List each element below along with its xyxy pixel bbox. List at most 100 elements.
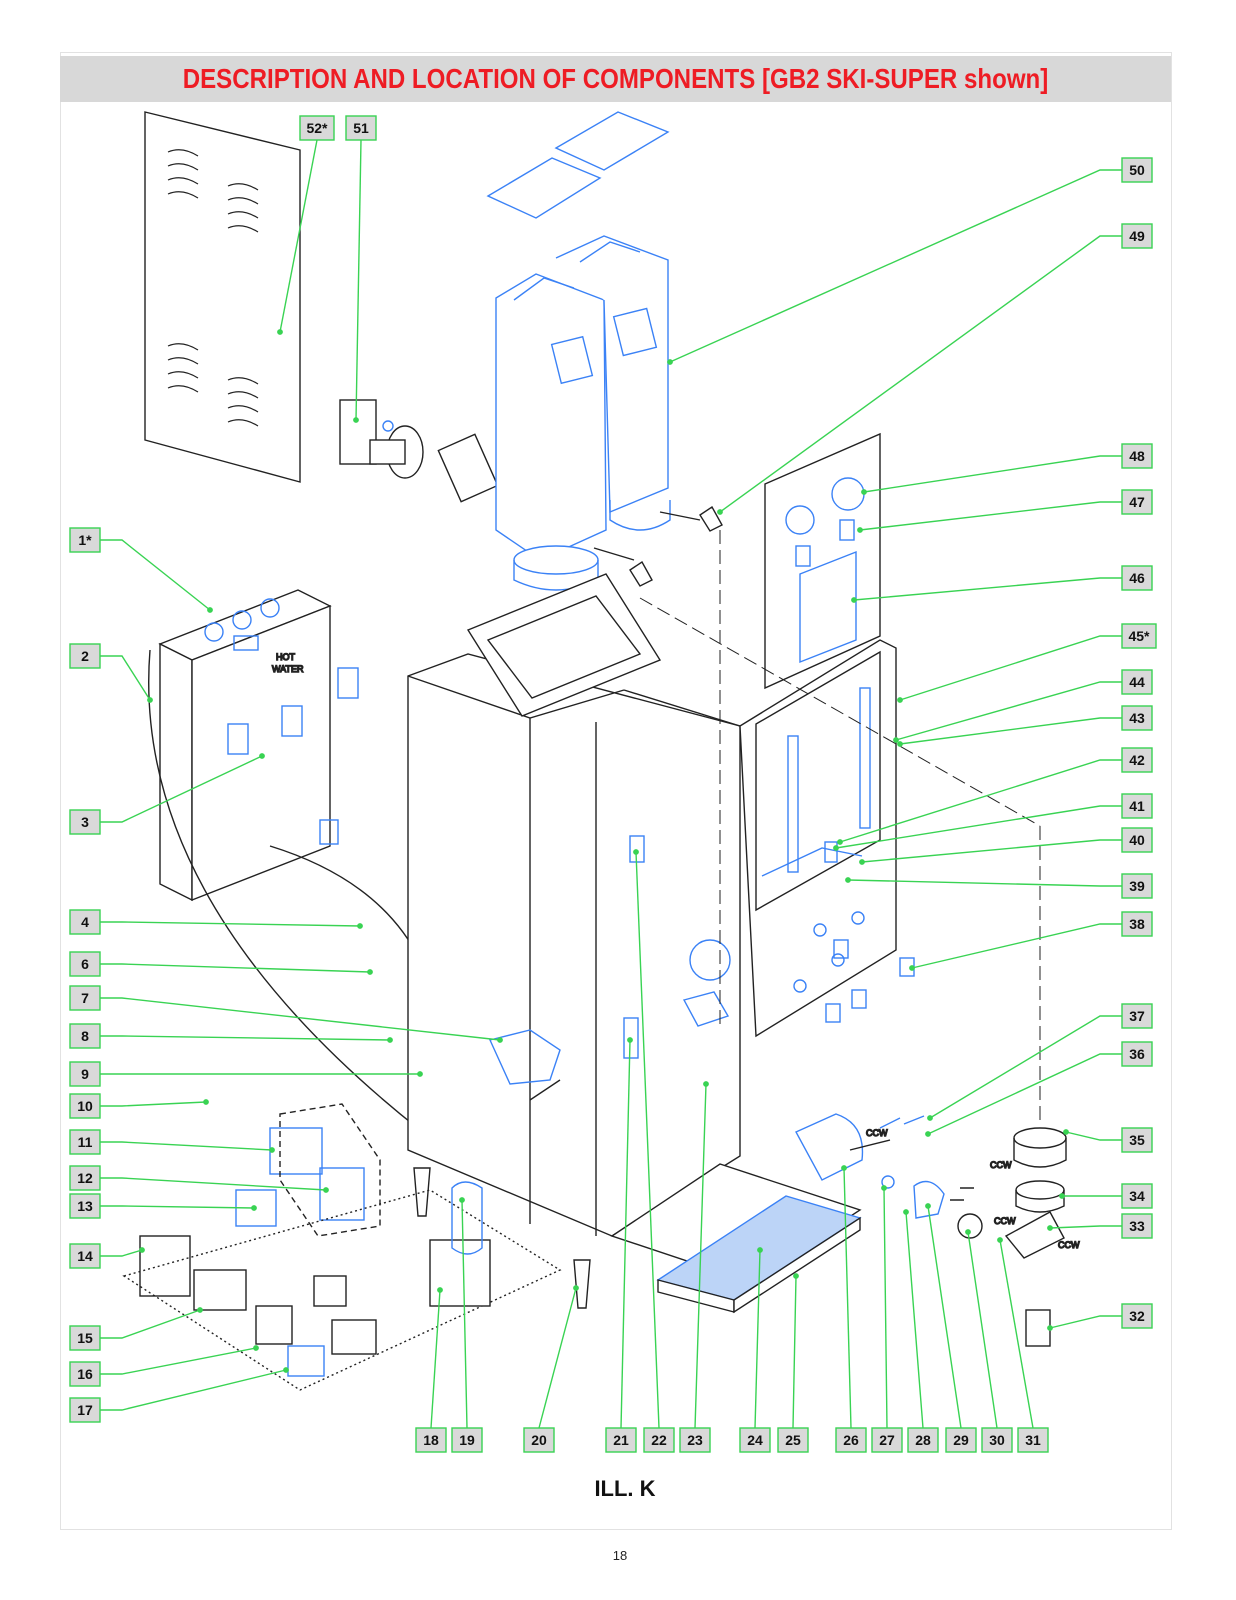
callout-box-22 [643, 1427, 675, 1453]
leader-arrowhead [893, 737, 899, 743]
leader-arrowhead [269, 1147, 275, 1153]
water-label: WATER [272, 664, 304, 674]
leader-arrowhead [253, 1345, 259, 1351]
callout-box-45star [1121, 623, 1157, 649]
leader-line-41 [835, 805, 1122, 849]
callout-box-20 [523, 1427, 555, 1453]
leader-line-27 [883, 1187, 888, 1429]
callout-label-37: 37 [1129, 1008, 1145, 1024]
callout-label-21: 21 [613, 1432, 629, 1448]
callout-box-17 [69, 1397, 101, 1423]
callout-box-43 [1121, 705, 1153, 731]
callout-label-34: 34 [1129, 1188, 1145, 1204]
callout-box-9 [69, 1061, 101, 1087]
callout-box-8 [69, 1023, 101, 1049]
callout-label-4: 4 [81, 914, 89, 930]
callout-label-6: 6 [81, 956, 89, 972]
leader-arrowhead [459, 1197, 465, 1203]
callout-label-23: 23 [687, 1432, 703, 1448]
callout-label-7: 7 [81, 990, 89, 1006]
leader-line-35 [1065, 1131, 1122, 1141]
callout-label-33: 33 [1129, 1218, 1145, 1234]
callout-label-8: 8 [81, 1028, 89, 1044]
callout-label-14: 14 [77, 1248, 93, 1264]
leader-line-24 [754, 1249, 761, 1429]
leader-arrowhead [833, 845, 839, 851]
callout-box-2 [69, 643, 101, 669]
leader-arrowhead [717, 509, 723, 515]
callout-box-32 [1121, 1303, 1153, 1329]
callout-label-41: 41 [1129, 798, 1145, 814]
electrical-parts [122, 1103, 562, 1391]
leader-arrowhead [845, 877, 851, 883]
leader-arrowhead [997, 1237, 1003, 1243]
cabinet-frame [407, 573, 741, 1237]
leader-arrowhead [203, 1099, 209, 1105]
leader-arrowhead [283, 1367, 289, 1373]
leader-arrowhead [859, 859, 865, 865]
leader-arrowhead [147, 697, 153, 703]
leader-line-23 [694, 1083, 707, 1429]
leader-arrowhead [703, 1081, 709, 1087]
leader-arrowhead [633, 849, 639, 855]
leader-line-29 [927, 1205, 962, 1429]
leader-line-15 [100, 1309, 201, 1339]
leader-line-30 [967, 1231, 998, 1429]
callout-label-28: 28 [915, 1432, 931, 1448]
leader-line-10 [100, 1101, 207, 1107]
side-panel [144, 111, 301, 483]
callout-box-12 [69, 1165, 101, 1191]
leader-line-19 [461, 1199, 468, 1429]
title-bar: DESCRIPTION AND LOCATION OF COMPONENTS [… [60, 56, 1171, 102]
leader-arrowhead [197, 1307, 203, 1313]
leader-arrowhead [367, 969, 373, 975]
leader-line-44 [895, 681, 1122, 741]
leader-line-4 [100, 921, 361, 927]
leader-arrowhead [881, 1185, 887, 1191]
callout-label-1star: 1* [78, 532, 92, 548]
callout-label-22: 22 [651, 1432, 667, 1448]
callout-label-25: 25 [785, 1432, 801, 1448]
callout-box-10 [69, 1093, 101, 1119]
callout-label-27: 27 [879, 1432, 895, 1448]
leader-arrowhead [909, 965, 915, 971]
leader-arrowhead [1047, 1325, 1053, 1331]
leader-arrowhead [965, 1229, 971, 1235]
leader-line-28 [905, 1211, 924, 1429]
callout-box-3 [69, 809, 101, 835]
leader-arrowhead [841, 1165, 847, 1171]
callout-box-46 [1121, 565, 1153, 591]
hot-water-tank: HOT WATER [148, 589, 421, 1131]
callout-box-18 [415, 1427, 447, 1453]
callout-label-42: 42 [1129, 752, 1145, 768]
callout-box-1star [69, 527, 101, 553]
callout-label-2: 2 [81, 648, 89, 664]
callout-label-29: 29 [953, 1432, 969, 1448]
leader-line-36 [927, 1053, 1122, 1135]
callout-label-46: 46 [1129, 570, 1145, 586]
callout-box-15 [69, 1325, 101, 1351]
leader-line-26 [843, 1167, 852, 1429]
callout-box-36 [1121, 1041, 1153, 1067]
callout-label-36: 36 [1129, 1046, 1145, 1062]
leader-line-50 [669, 169, 1122, 363]
callout-label-51: 51 [353, 120, 369, 136]
leader-line-43 [899, 717, 1122, 745]
leader-line-45star [899, 635, 1122, 701]
motor-assembly: CCW CCW CCW CCW [795, 1113, 1081, 1347]
callout-box-50 [1121, 157, 1153, 183]
callout-label-24: 24 [747, 1432, 763, 1448]
leader-arrowhead [927, 1115, 933, 1121]
leader-line-6 [100, 963, 371, 973]
leader-line-49 [719, 235, 1122, 513]
leader-line-13 [100, 1205, 255, 1209]
leader-line-33 [1049, 1225, 1122, 1229]
ccw-label-3: CCW [1058, 1240, 1080, 1250]
callout-box-27 [871, 1427, 903, 1453]
leader-arrowhead [259, 753, 265, 759]
leader-arrowhead [139, 1247, 145, 1253]
leader-arrowhead [437, 1287, 443, 1293]
callout-label-31: 31 [1025, 1432, 1041, 1448]
leader-line-47 [859, 501, 1122, 531]
